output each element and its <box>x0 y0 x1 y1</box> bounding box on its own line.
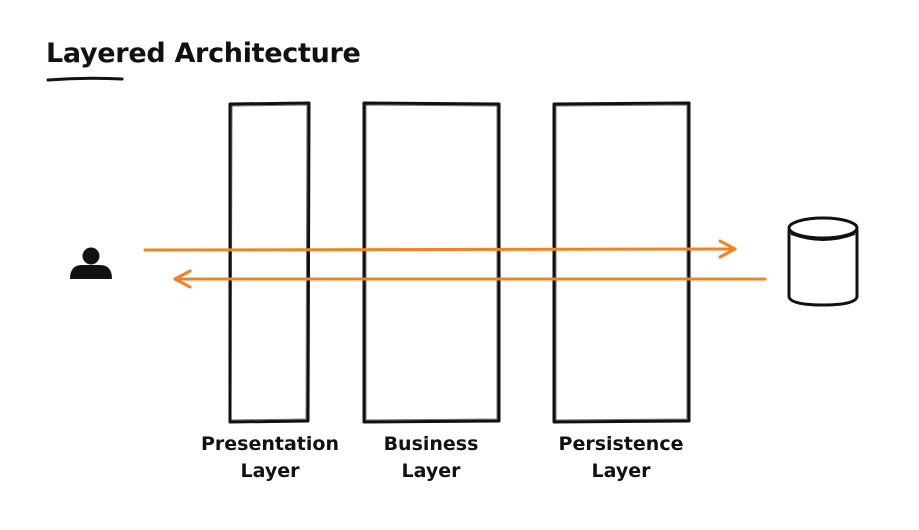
persistence-layer-label-line1: Persistence <box>558 433 684 455</box>
diagram-title: Layered Architecture <box>46 38 361 69</box>
database-icon <box>787 216 859 307</box>
title-underline <box>46 76 124 82</box>
business-layer-box <box>362 101 501 424</box>
user-icon <box>70 247 112 279</box>
persistence-layer-box <box>552 101 691 424</box>
business-layer-label-line1: Business <box>383 433 479 455</box>
persistence-layer-label-line2: Layer <box>591 460 651 482</box>
response-arrow <box>173 269 767 289</box>
persistence-layer-label: Persistence Layer <box>526 431 716 485</box>
presentation-layer-label-line2: Layer <box>240 460 300 482</box>
presentation-layer-label-line1: Presentation <box>201 433 339 455</box>
presentation-layer-label: Presentation Layer <box>175 431 365 485</box>
presentation-layer-box <box>228 101 311 424</box>
business-layer-label: Business Layer <box>336 431 526 485</box>
request-arrow <box>143 239 737 259</box>
business-layer-label-line2: Layer <box>401 460 461 482</box>
